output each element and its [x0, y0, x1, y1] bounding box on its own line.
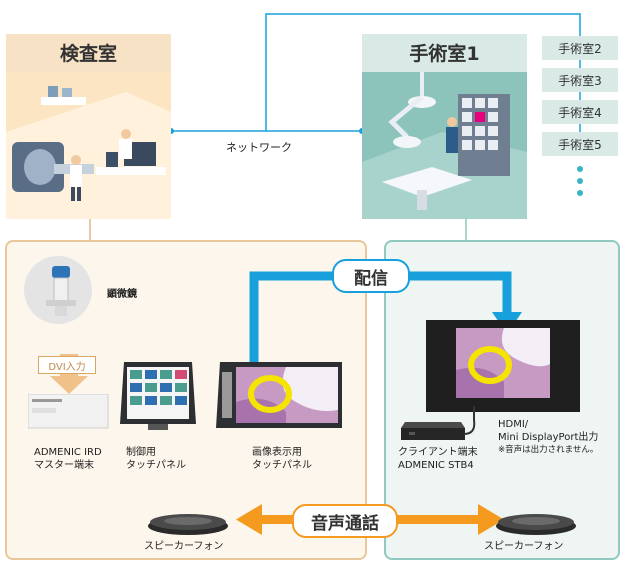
image-display-panel-icon	[216, 362, 342, 428]
hdmi-cable-icon	[463, 406, 476, 435]
room-chip-2: 手術室2	[542, 36, 618, 60]
room-chip-4: 手術室4	[542, 100, 618, 124]
network-label: ネットワーク	[226, 141, 292, 154]
speakerphone-exam-label: スピーカーフォン	[144, 541, 224, 552]
distribution-label: 配信	[332, 259, 410, 293]
master-terminal-label: ADMENIC IRD マスター端末	[34, 446, 102, 472]
hdmi-label: HDMI/ Mini DisplayPort出力 ※音声は出力されません。	[498, 418, 598, 457]
control-touch-panel-label: 制御用 タッチパネル	[126, 446, 186, 472]
control-touch-panel-line1: 制御用	[126, 447, 156, 458]
dvi-label: DVI入力	[38, 356, 96, 374]
control-touch-panel-line2: タッチパネル	[126, 460, 186, 471]
client-terminal-line1: クライアント端末	[398, 447, 478, 458]
hdmi-line2: Mini DisplayPort出力	[498, 432, 599, 443]
speakerphone-surgery-label: スピーカーフォン	[484, 541, 564, 552]
network-node-exam	[168, 128, 174, 134]
image-display-panel-label: 画像表示用 タッチパネル	[252, 446, 312, 472]
image-display-panel-line2: タッチパネル	[252, 460, 312, 471]
control-touch-panel-icon	[120, 362, 196, 430]
speakerphone-exam-icon	[148, 514, 228, 535]
hdmi-note: ※音声は出力されません。	[498, 445, 599, 455]
more-dot-3	[577, 190, 583, 196]
master-terminal-line1: ADMENIC IRD	[34, 447, 102, 458]
surgery-room-box: 手術室1	[362, 34, 527, 219]
surgery-room-title: 手術室1	[409, 42, 480, 65]
surgery-monitor-icon	[426, 320, 580, 412]
master-terminal-icon	[28, 394, 109, 429]
image-display-panel-line1: 画像表示用	[252, 447, 302, 458]
speakerphone-surgery-icon	[496, 514, 576, 535]
client-terminal-icon	[401, 422, 465, 440]
hdmi-line1: HDMI/	[498, 419, 529, 430]
more-dot-1	[577, 166, 583, 172]
client-terminal-label: クライアント端末 ADMENIC STB4	[398, 446, 478, 472]
surgery-room-illustration	[362, 72, 527, 219]
client-terminal-line2: ADMENIC STB4	[398, 460, 474, 471]
room-chip-3: 手術室3	[542, 68, 618, 92]
master-terminal-line2: マスター端末	[34, 460, 94, 471]
microscope-icon	[24, 256, 92, 324]
microscope-label: 顕微鏡	[107, 289, 137, 300]
exam-room-illustration	[6, 72, 171, 219]
room-chip-5: 手術室5	[542, 132, 618, 156]
exam-room-box: 検査室	[6, 34, 171, 219]
voice-call-label: 音声通話	[292, 504, 398, 538]
more-dot-2	[577, 178, 583, 184]
exam-room-title: 検査室	[59, 42, 117, 65]
